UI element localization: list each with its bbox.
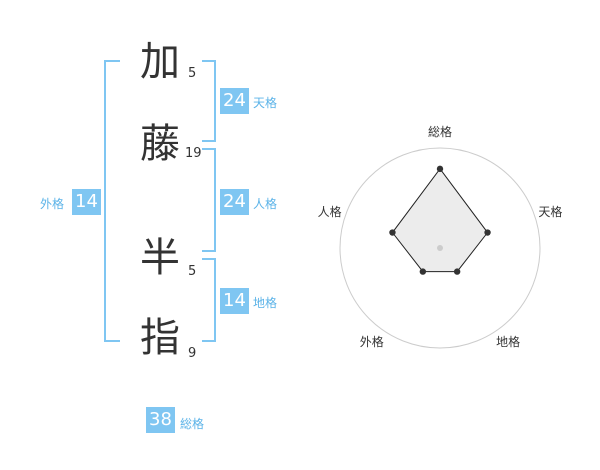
name-char-1: 加 (140, 39, 180, 85)
chikaku-value: 14 (220, 288, 249, 314)
gaikaku-value: 14 (72, 189, 101, 215)
stroke-count-1: 5 (188, 66, 197, 81)
soukaku-label: 総格 (180, 417, 205, 431)
stroke-count-2: 19 (185, 146, 202, 161)
radar-point-3 (453, 268, 461, 275)
gaikaku-bracket (104, 60, 120, 342)
name-char-2: 藤 (140, 121, 180, 167)
stroke-count-4: 9 (188, 346, 197, 361)
radar-point-4 (419, 268, 427, 275)
soukaku-value: 38 (146, 407, 175, 433)
radar-point-1 (436, 165, 444, 173)
chikaku-bracket (202, 258, 216, 342)
radar-axis-label-1: 総格 (428, 124, 452, 139)
radar-point-5 (389, 229, 396, 236)
tenkaku-bracket (202, 60, 216, 142)
gaikaku-label: 外格 (40, 197, 65, 211)
radar-axis-label-4: 外格 (360, 334, 384, 349)
radar-axis-label-3: 地格 (496, 334, 520, 349)
name-char-3: 半 (140, 235, 180, 281)
chikaku-label: 地格 (253, 296, 278, 310)
name-char-4: 指 (140, 315, 180, 361)
radar-center-dot (437, 245, 443, 251)
radar-axis-label-5: 人格 (318, 204, 342, 219)
radar-series-shape (391, 167, 489, 273)
jinkaku-label: 人格 (253, 197, 278, 211)
radar-axis-label-2: 天格 (538, 204, 562, 219)
tenkaku-value: 24 (220, 88, 249, 114)
radar-point-2 (484, 229, 491, 236)
tenkaku-label: 天格 (253, 96, 278, 110)
stroke-count-3: 5 (188, 264, 197, 279)
jinkaku-bracket (202, 148, 216, 252)
jinkaku-value: 24 (220, 189, 249, 215)
